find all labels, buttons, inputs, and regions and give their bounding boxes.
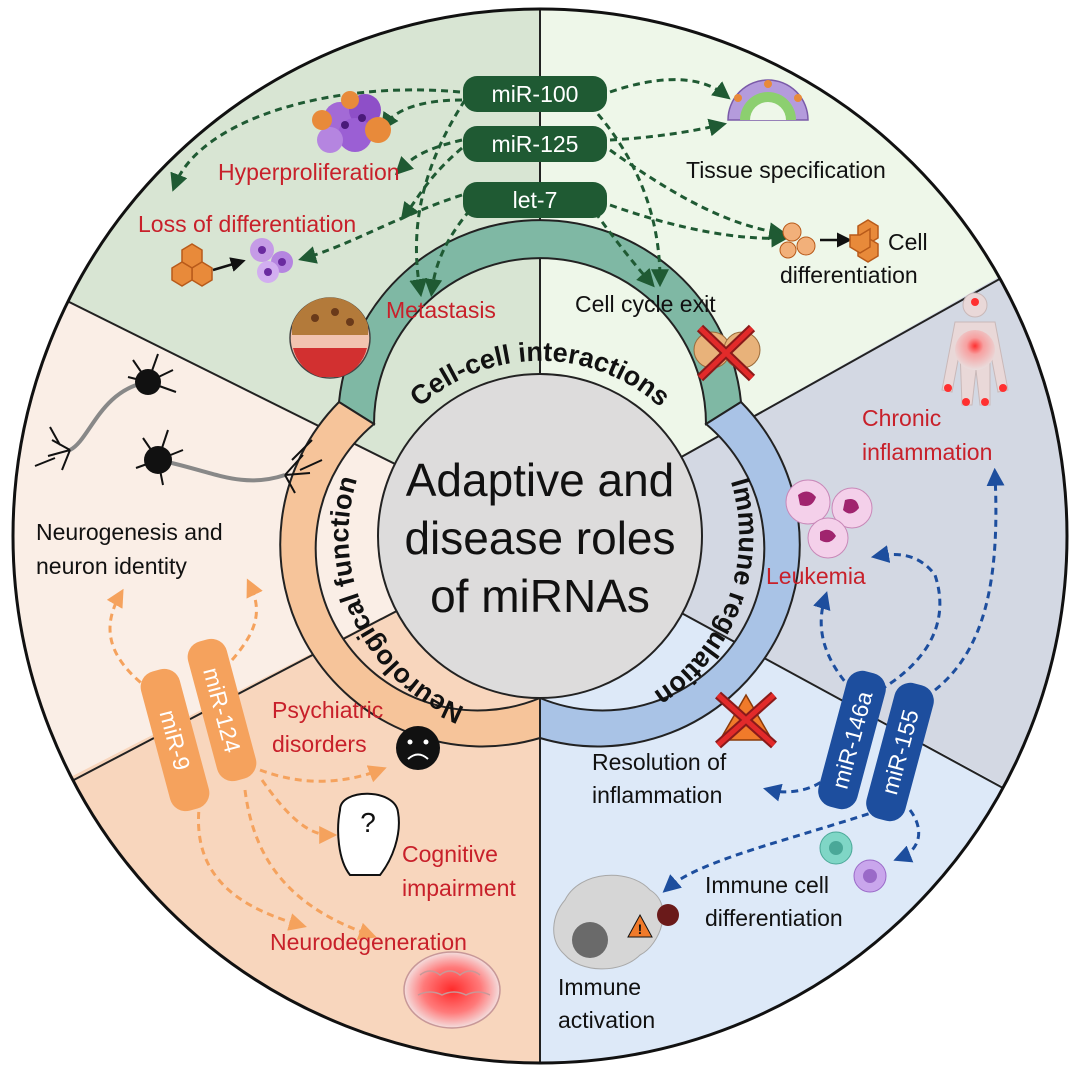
macrophage-icon: ! <box>553 874 679 970</box>
immune-content: Chronic inflammation Leukemia miR-146a <box>553 292 1009 1033</box>
label-neurogenesis-2: neuron identity <box>36 553 187 579</box>
label-metastasis: Metastasis <box>386 297 496 323</box>
sad-face-icon <box>396 726 440 770</box>
label-immune-cell-1: Immune cell <box>705 872 829 898</box>
hexagon-cells-icon <box>171 243 213 287</box>
label-neurogenesis-1: Neurogenesis and <box>36 519 223 545</box>
question-mark-text: ? <box>360 807 376 838</box>
immune-cells-icon <box>819 831 887 893</box>
neuron-body-1 <box>135 369 161 395</box>
tumor-cluster-icon <box>312 91 391 153</box>
label-neurodegeneration: Neurodegeneration <box>270 929 467 955</box>
leukemia-cells-icon <box>785 479 873 559</box>
pill-mir-100-label: miR-100 <box>492 81 579 107</box>
differentiation-loss-arrow <box>212 257 246 272</box>
label-cell-cycle-exit: Cell cycle exit <box>575 291 716 317</box>
human-body-inflammation-icon <box>941 292 1009 406</box>
pill-mir-9: miR-9 <box>140 668 210 812</box>
svg-text:!: ! <box>638 921 643 937</box>
neuron-body-2 <box>144 446 172 474</box>
sector-neuro-upper <box>13 280 540 790</box>
center-line-1: Adaptive and <box>406 454 675 506</box>
outer-circle <box>11 7 1069 1065</box>
pill-mir-124: miR-124 <box>187 638 257 782</box>
precursor-cells-icon <box>779 222 816 259</box>
pill-mir-125-label: miR-125 <box>492 131 579 157</box>
blocked-cell-division-icon <box>693 324 761 382</box>
ring-segment-neuro <box>279 400 541 748</box>
pill-let-7 <box>463 182 607 218</box>
pill-mir-100 <box>463 76 607 112</box>
label-hyperproliferation: Hyperproliferation <box>218 159 400 185</box>
blocked-resolution-icon <box>715 691 777 749</box>
label-psychiatric-2: disorders <box>272 731 367 757</box>
tissue-organoid-icon <box>727 79 809 121</box>
center-disc <box>377 373 703 699</box>
label-psychiatric-1: Psychiatric <box>272 697 383 723</box>
label-chronic-1: Chronic <box>862 405 941 431</box>
cell-interactions-content: miR-100 miR-125 let-7 Hyperproliferation… <box>138 76 928 382</box>
center-line-2: disease roles <box>404 512 675 564</box>
dedifferentiated-cells-icon <box>250 238 293 283</box>
brain-icon <box>403 951 501 1029</box>
label-cognitive-1: Cognitive <box>402 841 498 867</box>
metastasis-tissue-icon <box>289 297 371 379</box>
label-activation-1: Immune <box>558 974 641 1000</box>
label-loss-of-differentiation: Loss of differentiation <box>138 211 356 237</box>
label-chronic-2: inflammation <box>862 439 992 465</box>
label-resolution-2: inflammation <box>592 782 722 808</box>
pill-let-7-label: let-7 <box>513 187 558 213</box>
differentiated-hexagons-icon <box>849 219 879 263</box>
label-cell-differentiation-1: Cell <box>888 229 928 255</box>
label-leukemia: Leukemia <box>766 563 866 589</box>
label-cognitive-2: impairment <box>402 875 516 901</box>
label-immune-cell-2: differentiation <box>705 905 843 931</box>
center-line-3: of miRNAs <box>430 570 650 622</box>
pill-mir-125 <box>463 126 607 162</box>
head-question-icon <box>337 792 400 876</box>
label-tissue-specification: Tissue specification <box>686 157 886 183</box>
label-cell-differentiation-2: differentiation <box>780 262 918 288</box>
neuro-content: Neurogenesis and neuron identity miR-124… <box>34 353 516 1029</box>
label-activation-2: activation <box>558 1007 655 1033</box>
label-resolution-1: Resolution of <box>592 749 727 775</box>
